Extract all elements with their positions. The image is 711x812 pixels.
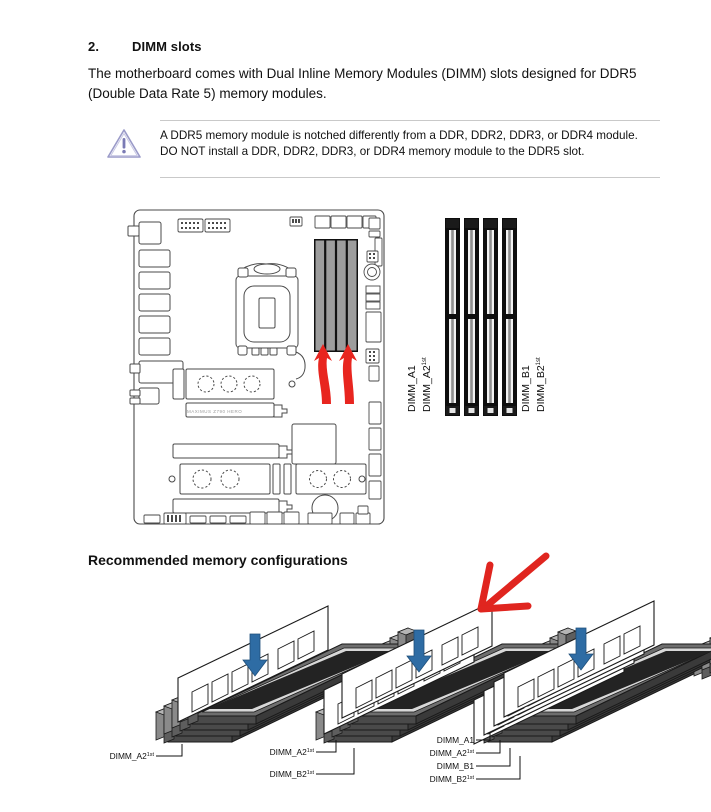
note-top-rule [160, 120, 660, 121]
config-two-modules: DIMM_A21st DIMM_B21st [270, 601, 577, 779]
config3-label-1: DIMM_A21st [430, 748, 475, 758]
dimm-slot-group [314, 239, 358, 352]
dimm-label-b2: DIMM_B21st [535, 357, 547, 412]
dimm-slot-detail-group [445, 218, 517, 416]
recommended-configs-heading: Recommended memory configurations [88, 552, 348, 568]
red-arrow-annotation-left [314, 344, 332, 404]
config-four-modules: DIMM_A1 DIMM_A21st DIMM_B1 DIMM_B21st [430, 600, 711, 784]
motherboard-diagram: MAXIMUS Z790 HERO [126, 206, 392, 530]
section-title: DIMM slots [132, 39, 202, 54]
warning-triangle-icon [88, 121, 160, 159]
red-arrow-annotation-recommended [466, 548, 556, 620]
motherboard-silkscreen: MAXIMUS Z790 HERO [187, 409, 242, 414]
red-arrow-annotation-right [339, 344, 357, 404]
dimm-label-b1: DIMM_B1 [520, 365, 532, 412]
section-number: 2. [88, 39, 100, 54]
svg-text:DIMM_A21st: DIMM_A21st [421, 357, 433, 412]
svg-text:DIMM_A1: DIMM_A1 [406, 365, 418, 412]
note-box: A DDR5 memory module is notched differen… [88, 120, 660, 178]
dimm-slot-labels-diagram: DIMM_A1 DIMM_A21st [398, 212, 548, 422]
config3-label-3: DIMM_B21st [430, 774, 475, 784]
config3-label-0: DIMM_A1 [437, 735, 475, 745]
section-paragraph: The motherboard comes with Dual Inline M… [88, 66, 637, 101]
svg-text:DIMM_B1: DIMM_B1 [520, 365, 532, 412]
config-one-module: DIMM_A21st [110, 605, 417, 761]
section-heading: 2. DIMM slots [88, 39, 648, 54]
config3-label-2: DIMM_B1 [437, 761, 475, 771]
config1-label-0: DIMM_A21st [110, 751, 155, 761]
note-bottom-rule [160, 177, 660, 178]
svg-text:DIMM_B21st: DIMM_B21st [535, 357, 547, 412]
dimm-label-a2: DIMM_A21st [421, 357, 433, 412]
config2-label-1: DIMM_B21st [270, 769, 315, 779]
config2-label-0: DIMM_A21st [270, 747, 315, 757]
dimm-label-a1: DIMM_A1 [406, 365, 418, 412]
recommended-configs-figure: DIMM_A21st DIMM_A21st DIMM_B21st [108, 592, 711, 792]
note-text: A DDR5 memory module is notched differen… [160, 129, 638, 158]
